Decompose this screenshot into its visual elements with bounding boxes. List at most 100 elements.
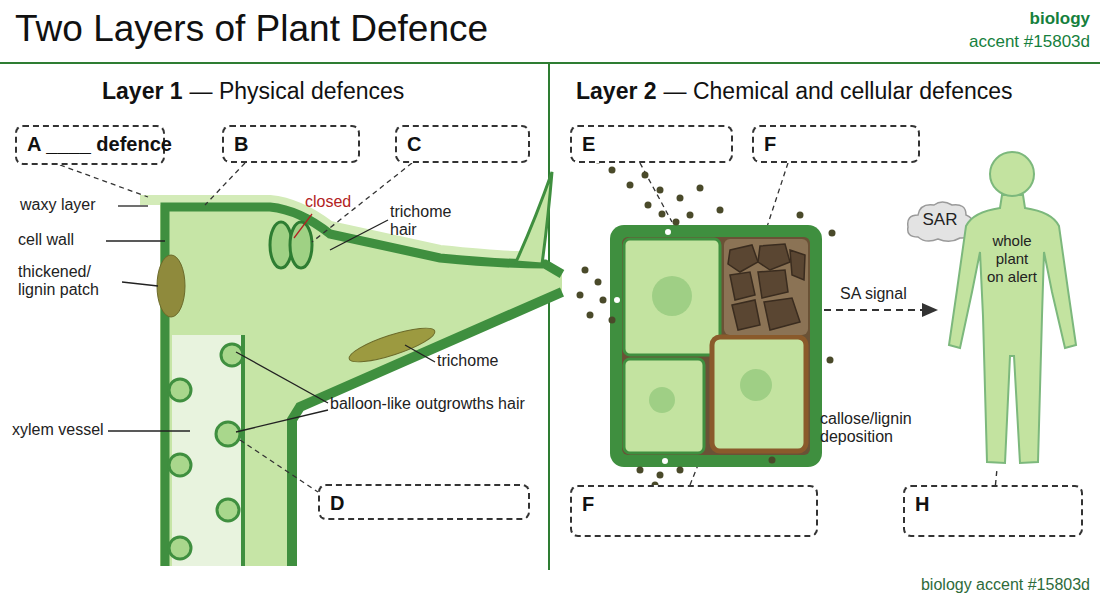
answer-box: D: [318, 484, 530, 520]
part-label: trichome: [437, 352, 527, 370]
answer-box: A ____ defence: [15, 125, 165, 165]
panel-title: — Chemical and cellular defences: [664, 78, 1013, 104]
box-letter: E: [582, 133, 595, 156]
leader-line: [122, 282, 158, 286]
callose-deposit: [622, 237, 810, 455]
panel-title: — Physical defences: [190, 78, 405, 104]
cell-wall: [165, 207, 562, 566]
box-letter: D: [330, 492, 344, 515]
debris: [728, 245, 758, 272]
pathogen-dot: [600, 297, 607, 304]
pore: [661, 457, 669, 465]
pathogen-dot: [673, 219, 680, 226]
pathogen-dot: [657, 187, 664, 194]
pathogen-dot: [769, 457, 776, 464]
plant-cell: [624, 239, 720, 355]
pathogen-dot: [637, 467, 644, 474]
dashed-leader: [205, 163, 245, 205]
pathogen-dot: [642, 172, 649, 179]
leader-line: [294, 214, 312, 238]
pathogen-dot: [797, 212, 804, 219]
pathogen-dot: [577, 292, 584, 299]
debris: [732, 300, 760, 330]
pathogen-dot: [717, 207, 724, 214]
trichome-shape: [346, 322, 438, 369]
debris: [758, 244, 790, 270]
nucleus: [652, 276, 692, 316]
box-letter: A ____ defence: [27, 133, 172, 156]
title: Two Layers of Plant Defence: [15, 8, 488, 51]
balloon: [217, 499, 239, 521]
pathogen-dot: [609, 167, 616, 174]
part-label: trichome hair: [390, 203, 462, 240]
pathogen-dot: [657, 472, 664, 479]
pore: [613, 296, 621, 304]
leader-line: [106, 240, 165, 241]
box-letter: F: [582, 493, 594, 516]
pathogen-dot: [587, 312, 594, 319]
signal-arrow: [824, 309, 925, 311]
part-label: xylem vessel: [12, 421, 112, 439]
part-label: thickened/ lignin patch: [18, 263, 128, 300]
panel-number: Layer 2: [576, 78, 657, 104]
box-letter: H: [915, 493, 929, 516]
pathogen-dot: [609, 317, 616, 324]
body-outline: [949, 195, 1076, 463]
pathogen-dot: [687, 212, 694, 219]
subject-tag: biology: [900, 9, 1090, 29]
trichome-hair-shape: [516, 172, 552, 264]
answer-box: H: [903, 485, 1083, 537]
answer-box: F: [752, 125, 920, 163]
xylem-vessel: [172, 335, 242, 566]
nucleus: [740, 369, 772, 401]
balloon: [169, 454, 191, 476]
part-label: balloon-like outgrowths hair: [330, 395, 540, 413]
lignin-patch: [157, 255, 185, 317]
debris: [730, 272, 755, 300]
arrow-head: [922, 303, 938, 317]
pathogen-particles: [577, 157, 836, 489]
dashed-leader: [640, 163, 672, 222]
panel-number: Layer 1: [102, 78, 183, 104]
part-label: waxy layer: [20, 196, 120, 214]
leader-line: [108, 430, 190, 431]
node-text: whole plant on alert: [986, 232, 1038, 286]
leader-line: [405, 345, 435, 362]
plant-cell: [712, 337, 806, 451]
panel-heading: Layer 2 — Chemical and cellular defences: [576, 78, 1013, 105]
debris: [790, 250, 805, 280]
balloon: [169, 379, 191, 401]
footer-watermark: biology accent #15803d: [800, 576, 1090, 594]
debris: [758, 270, 788, 298]
state-label: closed: [305, 193, 365, 211]
pores: [613, 228, 672, 465]
box-letter: F: [764, 133, 776, 156]
pathogen-dot: [645, 202, 652, 209]
pathogen-dot: [677, 467, 684, 474]
whole-plant-figure: whole plant on alert: [940, 140, 1085, 470]
leader-line: [330, 220, 388, 250]
answer-box: C: [395, 125, 530, 163]
pathogen-dot: [697, 185, 704, 192]
answer-box: B: [222, 125, 360, 163]
accent-tag: accent #15803d: [850, 32, 1090, 52]
cell-block: [610, 225, 822, 467]
xylem-wall: [241, 335, 245, 566]
leader-line: [118, 205, 148, 206]
figure-shape: [940, 140, 1085, 470]
leader-line: [236, 410, 328, 432]
cell-wall-lower: [292, 292, 562, 566]
balloon: [221, 344, 243, 366]
answer-box: E: [570, 125, 733, 163]
debris: [764, 298, 800, 330]
signal-label: SA signal: [840, 285, 930, 303]
pathogen-dot: [659, 211, 666, 218]
dashed-leaders: [60, 163, 788, 492]
pathogen-dot: [677, 195, 684, 202]
balloon: [169, 537, 191, 559]
pathogen-dot: [595, 279, 602, 286]
connector-line: [995, 470, 996, 485]
dead-cell-debris: [728, 244, 805, 330]
pore: [664, 228, 672, 236]
dead-cell: [724, 239, 808, 335]
